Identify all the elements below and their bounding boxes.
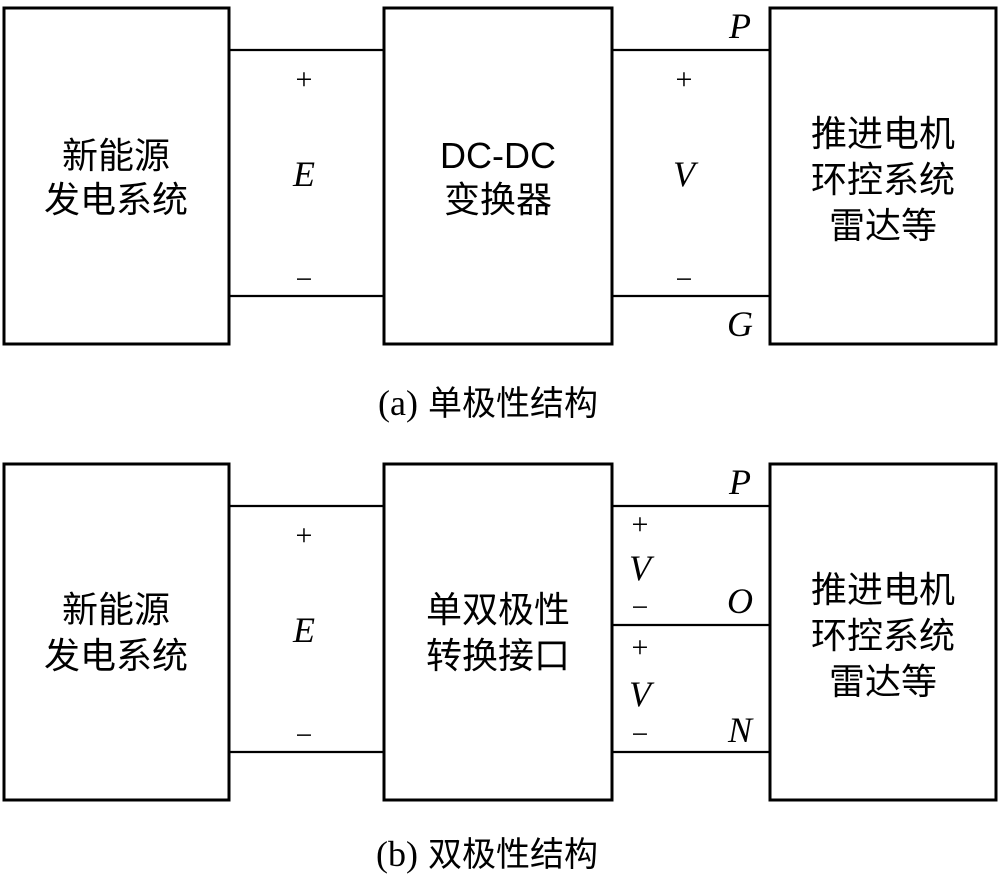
b-input-minus-sign: −: [296, 719, 313, 752]
a-input-plus-sign: +: [296, 63, 313, 96]
a-terminal-g: G: [727, 304, 753, 344]
b-upper-voltage-label: V: [629, 548, 655, 588]
a-converter-label-line2: 变换器: [444, 180, 552, 221]
a-load-label-line1: 推进电机: [811, 114, 955, 155]
a-load-label-line2: 环控系统: [811, 160, 955, 201]
b-load-box: [768, 462, 998, 802]
b-caption: (b) 双极性结构: [376, 834, 598, 875]
a-terminal-p: P: [728, 6, 751, 46]
a-caption: (a) 单极性结构: [378, 383, 598, 424]
b-load-label-line3: 雷达等: [829, 662, 937, 703]
b-upper-plus-sign: +: [632, 508, 649, 541]
a-output-minus-sign: −: [676, 263, 693, 296]
b-interface-box: [382, 462, 614, 802]
b-caption-text: 双极性结构: [428, 835, 598, 875]
b-input-voltage-label: E: [292, 610, 315, 650]
b-terminal-n: N: [727, 710, 754, 750]
b-upper-minus-sign: −: [632, 591, 649, 624]
b-lower-minus-sign: −: [632, 718, 649, 751]
b-interface-label-line2: 转换接口: [426, 636, 570, 677]
a-load-box: [768, 6, 998, 346]
a-input-voltage-label: E: [292, 154, 315, 194]
b-source-label-line1: 新能源: [62, 590, 170, 631]
a-input-minus-sign: −: [296, 263, 313, 296]
a-output-plus-sign: +: [676, 63, 693, 96]
b-terminal-o: O: [727, 581, 753, 621]
b-load-label-line1: 推进电机: [811, 570, 955, 611]
a-caption-text: 单极性结构: [428, 384, 598, 424]
b-source-box: [2, 462, 231, 802]
diagram-a: 新能源 发电系统 DC-DC 变换器 推进电机 环控系统 雷达等 + E − +…: [2, 6, 998, 424]
a-source-label-line2: 发电系统: [44, 180, 188, 221]
b-caption-prefix: (b): [376, 834, 418, 874]
b-terminal-p: P: [728, 462, 751, 502]
a-output-voltage-label: V: [673, 154, 699, 194]
b-interface-label-line1: 单双极性: [426, 590, 570, 631]
b-lower-voltage-label: V: [629, 674, 655, 714]
a-converter-label-line1: DC-DC: [440, 135, 556, 176]
a-caption-prefix: (a): [378, 383, 418, 423]
b-lower-plus-sign: +: [632, 631, 649, 664]
b-input-plus-sign: +: [296, 519, 313, 552]
b-load-label-line2: 环控系统: [811, 616, 955, 657]
a-source-box: [2, 6, 231, 346]
b-source-label-line2: 发电系统: [44, 636, 188, 677]
a-source-label-line1: 新能源: [62, 136, 170, 177]
a-converter-box: [382, 6, 614, 346]
a-load-label-line3: 雷达等: [829, 206, 937, 247]
diagram-b: 新能源 发电系统 单双极性 转换接口 推进电机 环控系统 雷达等 + E − +…: [2, 462, 998, 875]
